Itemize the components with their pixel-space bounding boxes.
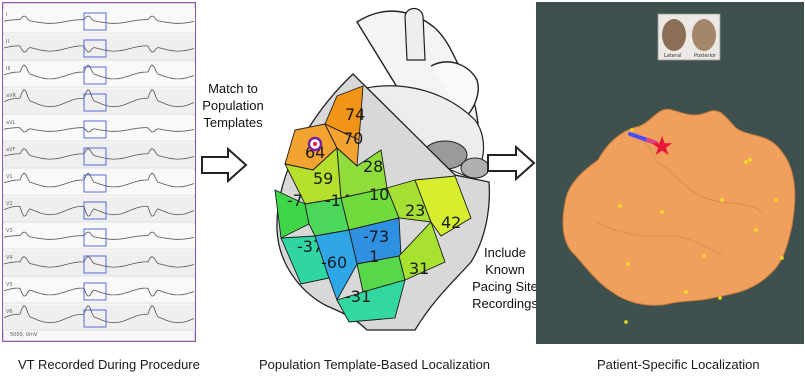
- ecg-lead-label: V6: [6, 309, 13, 315]
- caption-left: VT Recorded During Procedure: [18, 357, 200, 372]
- include-line-4: Recordings: [466, 295, 544, 312]
- pacing-site-dot: [720, 198, 723, 201]
- segment-value-s70: 70: [343, 129, 363, 148]
- ecg-footer-label: 5000, 0mV: [10, 332, 38, 338]
- ecg-lead-label: V4: [6, 255, 13, 261]
- pacing-site-dot: [684, 290, 687, 293]
- arrow-right-1: [200, 147, 248, 183]
- ecg-lead-label: aVF: [6, 147, 15, 153]
- ecg-lead-label: II: [6, 39, 9, 45]
- pacing-site-dot: [754, 228, 757, 231]
- ecg-lead-label: V2: [6, 201, 13, 207]
- segment-value-s1: 1: [369, 247, 379, 266]
- ecg-lead-label: V5: [6, 282, 13, 288]
- pacing-site-dot: [718, 296, 721, 299]
- caption-center: Population Template-Based Localization: [259, 357, 490, 372]
- include-line-2: Known: [466, 261, 544, 278]
- segment-value-sm60: -60: [321, 253, 347, 272]
- pacing-site-dot: [702, 254, 705, 257]
- segment-value-sm31: -31: [345, 287, 371, 306]
- pacing-site-dot: [618, 204, 621, 207]
- torso-thumbnail: Lateral Posterior: [658, 14, 720, 60]
- pacing-site-dot: [748, 158, 751, 161]
- ecg-lead-label: V1: [6, 174, 13, 180]
- include-line-3: Pacing Site: [466, 278, 544, 295]
- ecg-lead-label: III: [6, 66, 10, 72]
- segment-value-sm73: -73: [363, 227, 389, 246]
- segment-value-sm7: -7: [287, 191, 303, 210]
- patient-mesh: Lateral Posterior: [536, 2, 804, 344]
- ecg-lead-label: V3: [6, 228, 13, 234]
- segment-value-s10: 10: [369, 185, 389, 204]
- pacing-site-dot: [626, 262, 629, 265]
- pacing-site-dot: [630, 128, 633, 131]
- caption-right: Patient-Specific Localization: [597, 357, 760, 372]
- pacing-site-dot: [744, 160, 747, 163]
- segment-value-s42: 42: [441, 213, 461, 232]
- ecg-lead-label: aVR: [6, 93, 16, 99]
- pacing-site-dot: [780, 256, 783, 259]
- segment-value-s28: 28: [363, 157, 383, 176]
- thumbnail-label-lateral: Lateral: [664, 53, 681, 59]
- ecg-lead-label: I: [6, 12, 7, 18]
- segment-value-s74: 74: [345, 105, 365, 124]
- thumbnail-label-posterior: Posterior: [694, 53, 717, 59]
- segment-value-s31: 31: [409, 259, 429, 278]
- include-annotation: Include Known Pacing Site Recordings: [466, 244, 544, 312]
- pacing-site-dot: [774, 198, 777, 201]
- ecg-lead-label: aVL: [6, 120, 15, 126]
- arrow-right-2: [486, 145, 536, 181]
- pacing-site-dot: [624, 320, 627, 323]
- pacing-site-dot: [660, 210, 663, 213]
- patient-mesh-panel: Lateral Posterior: [536, 2, 804, 344]
- segment-value-s23: 23: [405, 201, 425, 220]
- segment-value-s59: 59: [313, 169, 333, 188]
- include-line-1: Include: [466, 244, 544, 261]
